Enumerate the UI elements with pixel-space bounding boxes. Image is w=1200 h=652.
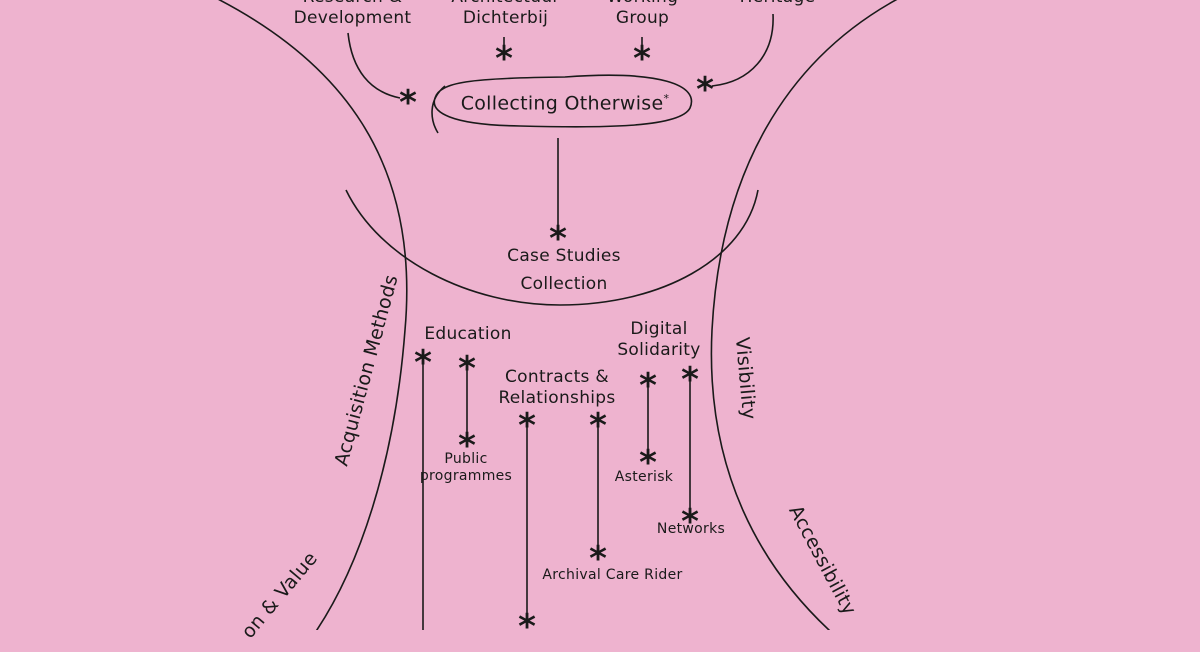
- label-archival-care-rider: Archival Care Rider: [542, 567, 683, 583]
- marker-research: *: [399, 83, 417, 123]
- marker-asterisk: *: [639, 443, 657, 483]
- label-collecting-otherwise: Collecting Otherwise*: [460, 92, 670, 115]
- marker-archival: *: [589, 539, 607, 579]
- right-boundary-arc: [710, 0, 898, 630]
- diagram-lines: [217, 0, 898, 630]
- research-arrow: [347, 32, 401, 99]
- marker-networks: *: [681, 502, 699, 542]
- marker-digital-left-top: *: [639, 366, 657, 406]
- marker-working: *: [633, 39, 651, 79]
- label-digital-solidarity: Digital Solidarity: [617, 319, 701, 360]
- label-asterisk: Asterisk: [614, 469, 674, 485]
- label-education: Education: [424, 324, 512, 344]
- label-contracts: Contracts & Relationships: [498, 367, 616, 408]
- label-case-studies: Case Studies: [507, 246, 621, 266]
- label-research: Research & Development: [293, 0, 412, 28]
- bowl-arc: [345, 189, 759, 306]
- label-architectuur: Architectuur Dichterbij: [451, 0, 559, 28]
- marker-contracts-right-top: *: [589, 406, 607, 446]
- heritage-arrow: [711, 13, 774, 87]
- left-boundary-arc: [217, 0, 408, 630]
- marker-case-studies: *: [549, 219, 567, 259]
- marker-architectuur: *: [495, 39, 513, 79]
- marker-public-top: *: [458, 349, 476, 389]
- collecting-ellipse: [431, 74, 693, 134]
- marker-contracts-bottom: *: [518, 607, 536, 647]
- diagram-stage: Research & Development Architectuur Dich…: [217, 0, 898, 644]
- marker-heritage: *: [696, 70, 714, 110]
- label-working: Working Group: [607, 0, 678, 28]
- label-heritage: Heritage: [725, 0, 830, 8]
- label-collection: Collection: [520, 274, 608, 294]
- label-public-programmes: Public programmes: [419, 451, 513, 484]
- marker-contracts-left-top: *: [518, 406, 536, 446]
- marker-education: *: [414, 343, 432, 383]
- label-networks: Networks: [656, 521, 726, 537]
- marker-digital-right-top: *: [681, 360, 699, 400]
- marker-public-bottom: *: [458, 426, 476, 466]
